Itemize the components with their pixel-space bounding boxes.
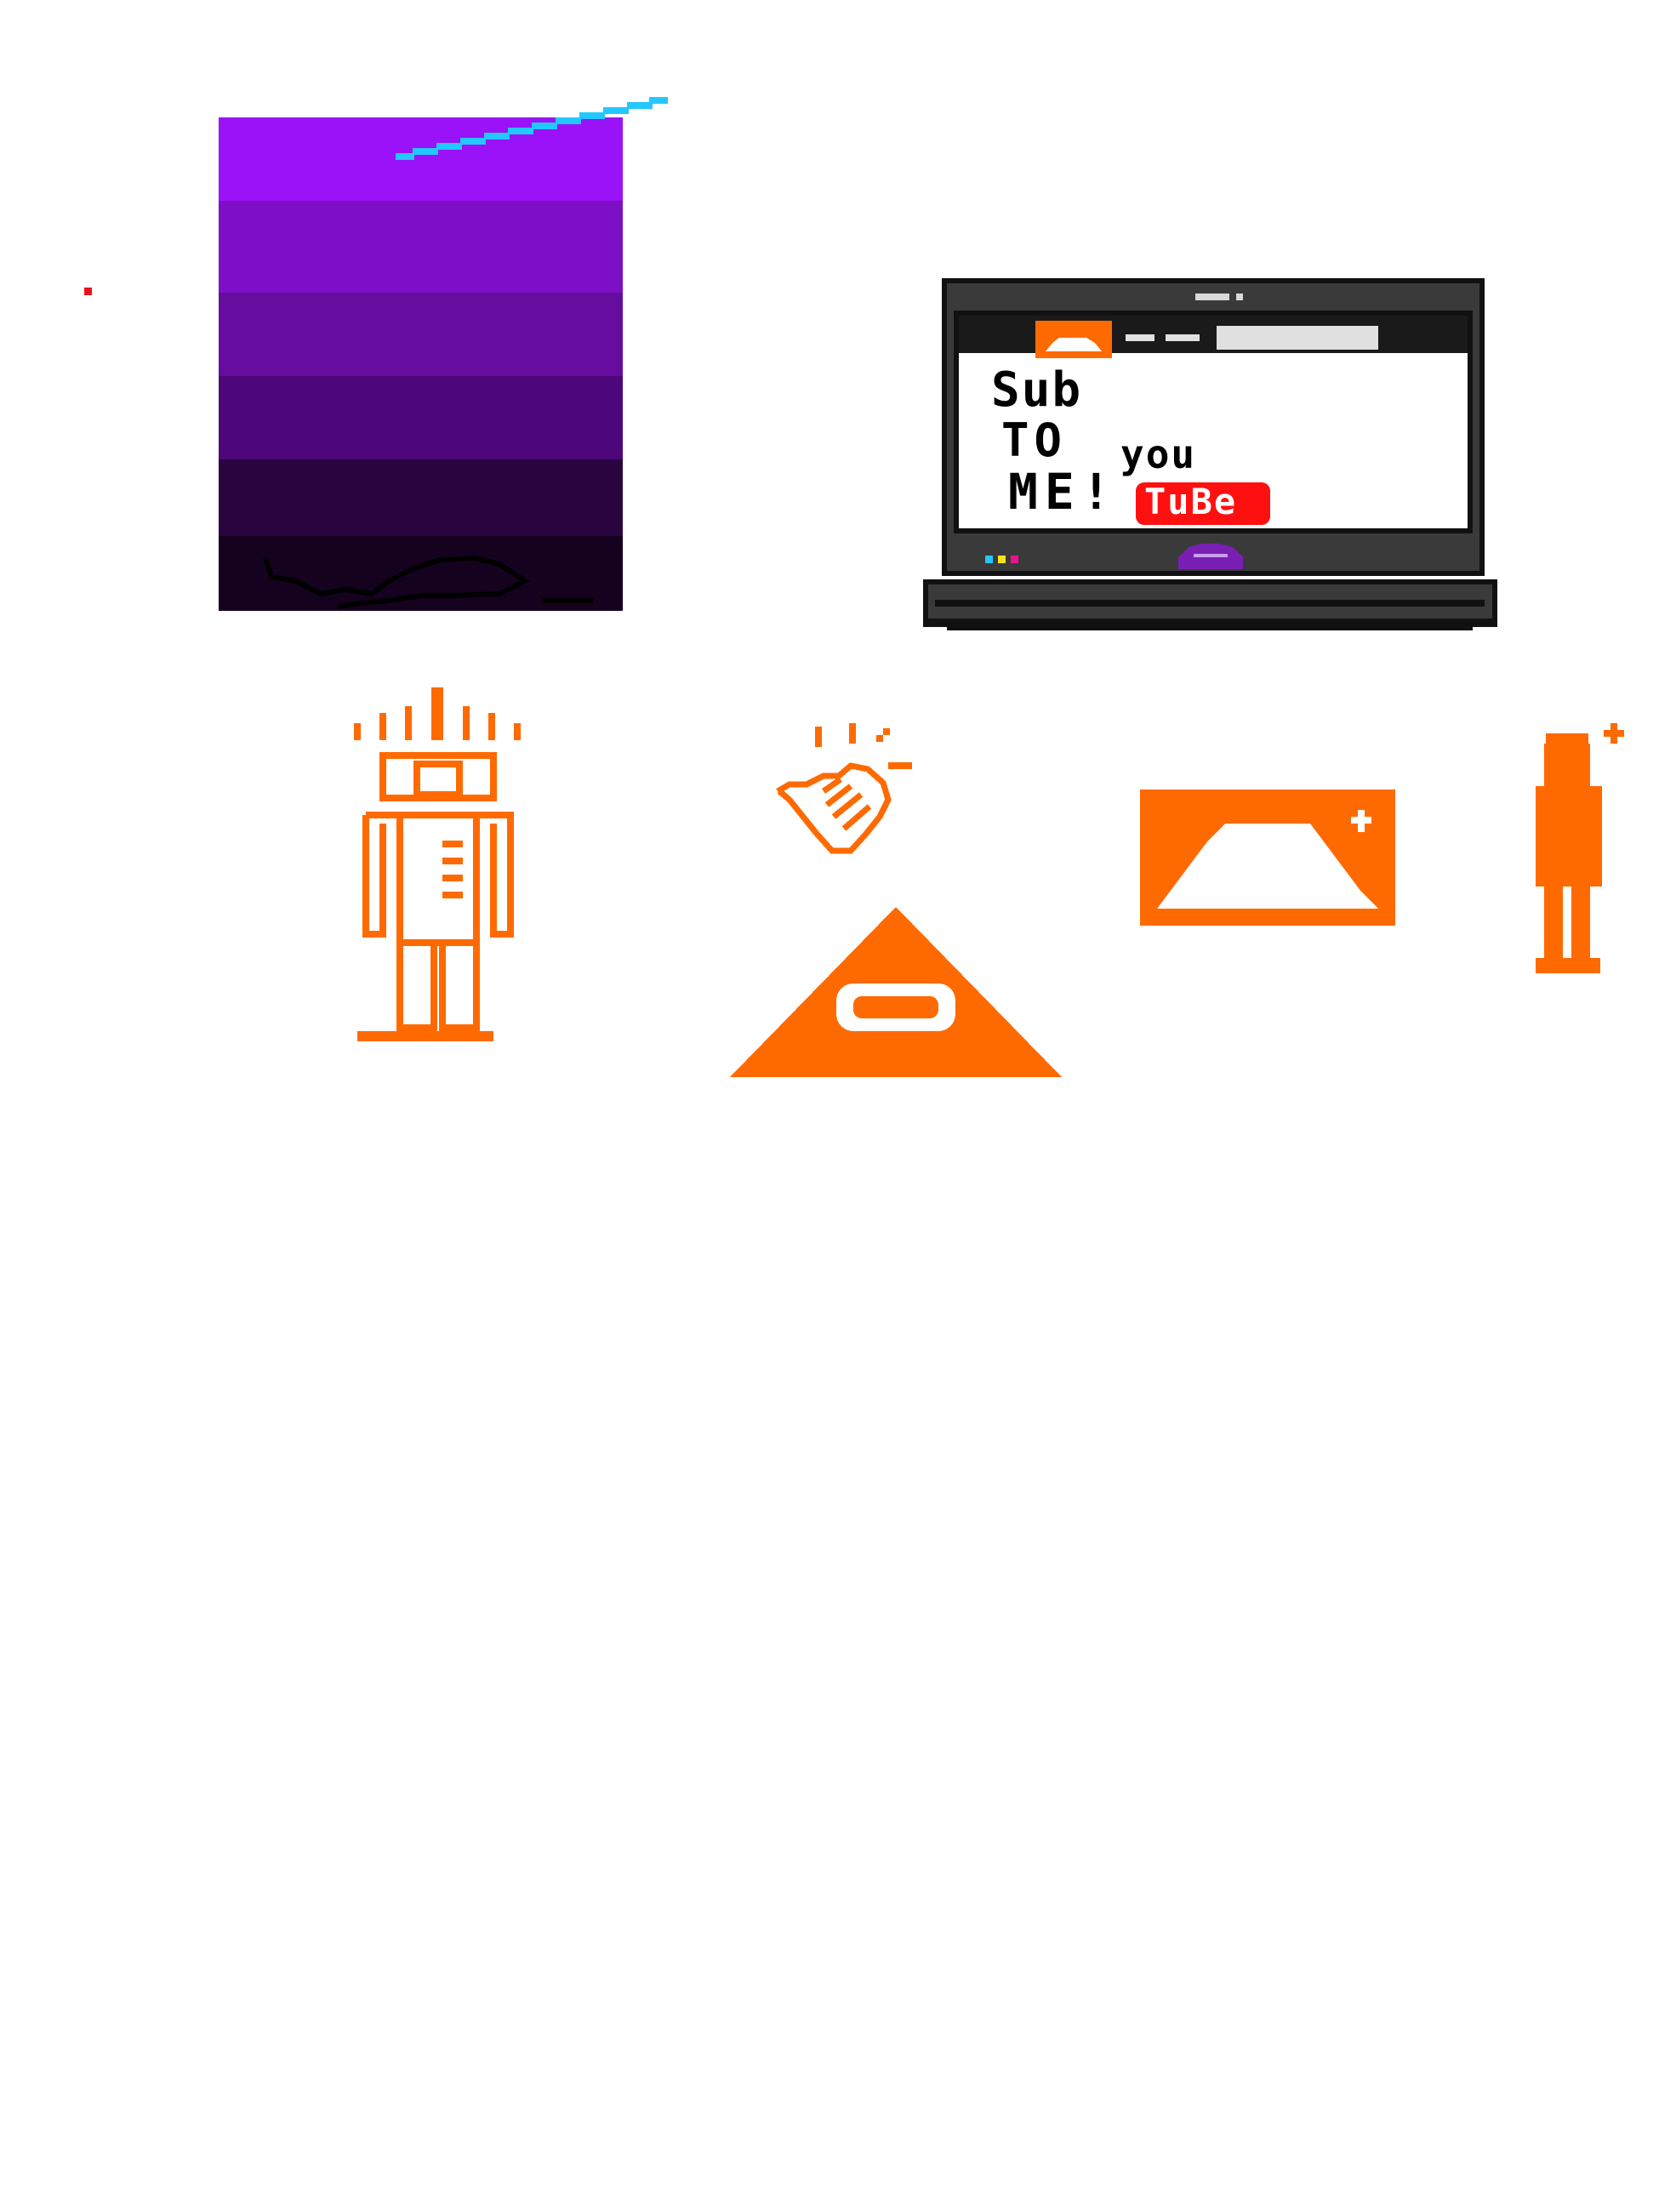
screen-text-sub: Sub [991,362,1083,418]
cyan-streak [396,97,668,160]
black-scribble [263,555,593,609]
orange-cloud-box-icon [1140,790,1395,926]
purple-band-4 [219,376,623,459]
screen-tube-badge: TuBe [1136,482,1270,525]
laptop-cloud-logo-icon [1035,321,1112,358]
pyramid-icon [730,907,1062,1077]
orange-person-plus-icon [1536,723,1624,973]
screen-text-tube: TuBe [1144,481,1238,522]
purple-sunset-block [219,97,668,611]
screen-text-to: TO [1001,413,1068,467]
purple-band-5 [219,459,623,536]
purple-band-2 [219,201,623,293]
screen-text-me: ME! [1008,463,1118,521]
address-bar [1217,326,1378,350]
red-dot [84,288,92,295]
clapping-hand-icon [776,723,912,854]
screen-text-you: you [1120,431,1197,477]
laptop: Sub TO ME! you TuBe [923,276,1497,634]
purple-band-3 [219,293,623,376]
laptop-camera [1195,294,1229,300]
orange-robot-icon [354,687,521,1041]
purple-band-1 [219,117,623,201]
